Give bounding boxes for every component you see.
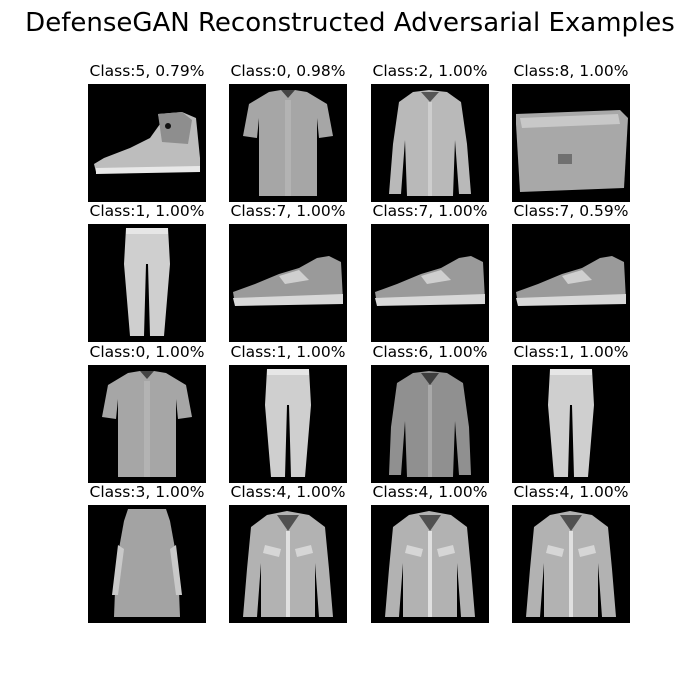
reconstructed-image <box>371 505 489 623</box>
panel-label: Class:5, 0.79% <box>89 62 205 80</box>
panel-label: Class:8, 1.00% <box>513 62 629 80</box>
panel-label: Class:0, 0.98% <box>230 62 346 80</box>
reconstructed-image <box>512 505 630 623</box>
reconstructed-image <box>371 365 489 483</box>
reconstructed-image <box>229 365 347 483</box>
image-panel: Class:8, 1.00% <box>500 62 642 202</box>
panel-label: Class:4, 1.00% <box>372 483 488 501</box>
panel-label: Class:3, 1.00% <box>89 483 205 501</box>
image-panel: Class:1, 1.00% <box>217 343 359 483</box>
reconstructed-image <box>88 84 206 202</box>
reconstructed-image <box>512 84 630 202</box>
panel-label: Class:7, 1.00% <box>230 202 346 220</box>
image-panel: Class:1, 1.00% <box>76 202 218 342</box>
image-panel: Class:7, 1.00% <box>217 202 359 342</box>
image-panel: Class:0, 0.98% <box>217 62 359 202</box>
reconstructed-image <box>229 505 347 623</box>
image-panel: Class:4, 1.00% <box>359 483 501 623</box>
reconstructed-image <box>371 224 489 342</box>
image-panel: Class:5, 0.79% <box>76 62 218 202</box>
panel-label: Class:7, 1.00% <box>372 202 488 220</box>
panel-label: Class:4, 1.00% <box>513 483 629 501</box>
reconstructed-image <box>88 505 206 623</box>
reconstructed-image <box>371 84 489 202</box>
reconstructed-image <box>229 224 347 342</box>
reconstructed-image <box>229 84 347 202</box>
panel-label: Class:7, 0.59% <box>513 202 629 220</box>
reconstructed-image <box>88 224 206 342</box>
panel-label: Class:2, 1.00% <box>372 62 488 80</box>
image-panel: Class:2, 1.00% <box>359 62 501 202</box>
figure-title: DefenseGAN Reconstructed Adversarial Exa… <box>25 8 675 38</box>
image-panel: Class:7, 0.59% <box>500 202 642 342</box>
image-panel: Class:4, 1.00% <box>500 483 642 623</box>
image-panel: Class:7, 1.00% <box>359 202 501 342</box>
reconstructed-image <box>512 365 630 483</box>
panel-label: Class:1, 1.00% <box>89 202 205 220</box>
panel-label: Class:4, 1.00% <box>230 483 346 501</box>
image-panel: Class:4, 1.00% <box>217 483 359 623</box>
panel-label: Class:0, 1.00% <box>89 343 205 361</box>
reconstructed-image <box>88 365 206 483</box>
image-panel: Class:1, 1.00% <box>500 343 642 483</box>
panel-label: Class:1, 1.00% <box>230 343 346 361</box>
image-panel: Class:0, 1.00% <box>76 343 218 483</box>
panel-label: Class:6, 1.00% <box>372 343 488 361</box>
panel-label: Class:1, 1.00% <box>513 343 629 361</box>
image-panel: Class:3, 1.00% <box>76 483 218 623</box>
reconstructed-image <box>512 224 630 342</box>
image-panel: Class:6, 1.00% <box>359 343 501 483</box>
